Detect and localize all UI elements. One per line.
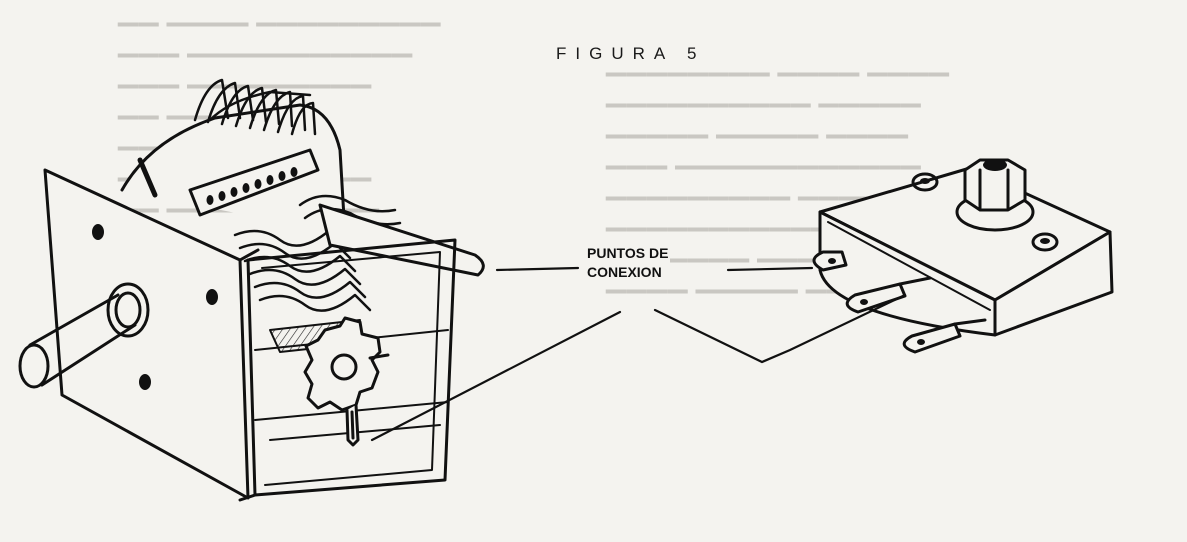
connection-points-label-line2: CONEXION: [587, 264, 662, 280]
terminal-holes: [206, 167, 298, 205]
rotor-contact-plate: [303, 316, 382, 412]
callout-line-trimmer-bottom: [653, 293, 907, 364]
connection-points-label-line1: PUNTOS DE: [587, 245, 669, 261]
trimmer-side-face: [993, 230, 1114, 337]
trimmer-hex-adjuster: [955, 158, 1035, 232]
background-show-through-right: ▁▁▁▁▁▁▁▁ ▁▁▁▁ ▁▁▁▁ ▁▁▁▁▁▁▁▁▁▁ ▁▁▁▁▁ ▁▁▁▁…: [606, 46, 950, 293]
capacitor-lead: [318, 203, 485, 277]
figure-title: FIGURA 5: [556, 44, 706, 63]
callout-lines: [370, 266, 907, 442]
trimmer-terminals: [812, 250, 987, 354]
variable-capacitor: [18, 78, 485, 502]
callout-line-lead: [495, 266, 580, 272]
trimmer-capacitor: [812, 158, 1114, 354]
callout-line-trimmer-top: [726, 266, 814, 272]
rotor-plates: [233, 194, 402, 312]
front-frame: [43, 168, 250, 500]
callout-line-terminal-left: [370, 310, 622, 442]
side-frame: [246, 238, 457, 497]
stator-plates: [193, 78, 317, 136]
capacitor-shaft: [18, 282, 150, 389]
connection-points-label: PUNTOS DE CONEXION: [585, 244, 671, 282]
